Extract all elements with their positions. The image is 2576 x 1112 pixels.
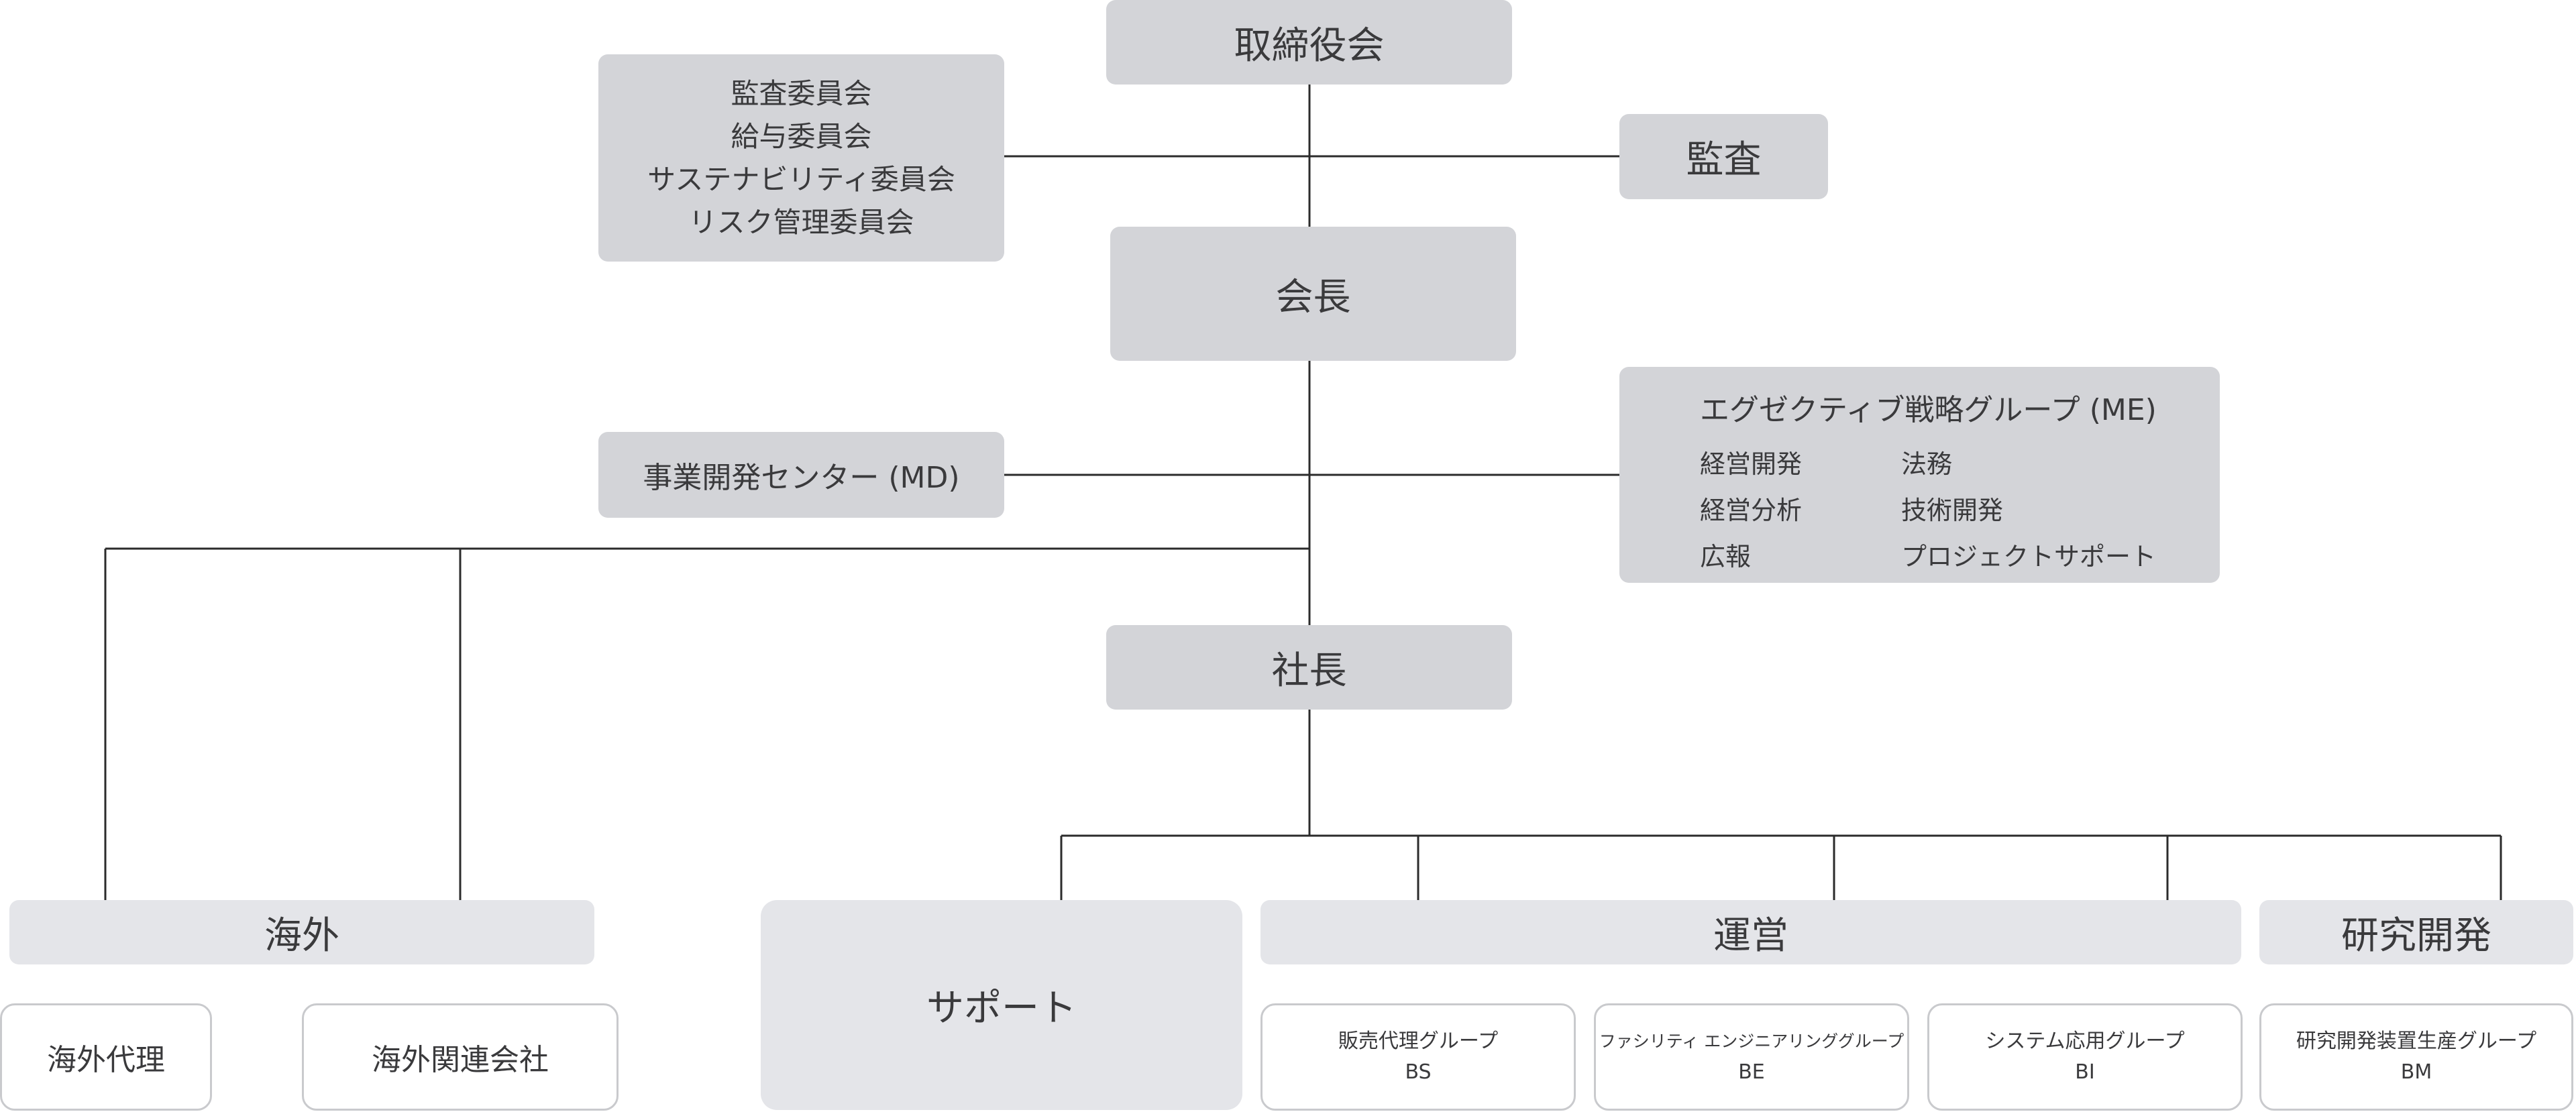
- me-box: エグゼクティブ戦略グループ (ME) 経営開発 法務 経営分析 技術開発 広報 …: [1619, 367, 2220, 583]
- chairman-box: 会長: [1110, 227, 1516, 361]
- me-item: プロジェクトサポート: [1901, 542, 2157, 571]
- group-be-name: ファシリティ エンジニアリンググループ: [1599, 1032, 1904, 1051]
- board-label: 取締役会: [1234, 23, 1385, 68]
- rnd-label: 研究開発: [2341, 913, 2491, 958]
- president-box: 社長: [1106, 625, 1512, 710]
- operations-header: 運営: [1260, 900, 2241, 964]
- group-bm-box: 研究開発装置生産グループ BM: [2259, 1003, 2573, 1111]
- me-item: 経営開発: [1700, 449, 1803, 479]
- president-label: 社長: [1271, 649, 1347, 693]
- support-box: サポート: [761, 900, 1242, 1110]
- audit-label: 監査: [1686, 138, 1762, 182]
- overseas-agency-box: 海外代理: [0, 1003, 212, 1111]
- support-label: サポート: [926, 987, 1077, 1030]
- group-bi-box: システム応用グループ BI: [1927, 1003, 2243, 1111]
- overseas-label: 海外: [264, 913, 339, 958]
- group-bs-code: BS: [1405, 1060, 1432, 1084]
- overseas-header: 海外: [9, 900, 594, 964]
- chairman-label: 会長: [1275, 275, 1351, 319]
- audit-box: 監査: [1619, 114, 1828, 199]
- md-label: 事業開発センター (MD): [643, 461, 960, 495]
- committee-sustainability: サステナビリティ委員会: [647, 162, 955, 196]
- group-bi-name: システム応用グループ: [1985, 1030, 2185, 1053]
- md-box: 事業開発センター (MD): [598, 432, 1004, 518]
- me-function-list: 経営開発 法務 経営分析 技術開発 広報 プロジェクトサポート: [1700, 443, 2169, 573]
- me-item: 技術開発: [1901, 496, 2004, 525]
- overseas-agency-label: 海外代理: [47, 1043, 165, 1077]
- overseas-affiliates-label: 海外関連会社: [372, 1043, 549, 1077]
- operations-label: 運営: [1713, 913, 1788, 958]
- me-item: 法務: [1901, 449, 1953, 479]
- board-box: 取締役会: [1106, 0, 1512, 85]
- group-be-code: BE: [1738, 1060, 1765, 1084]
- overseas-affiliates-box: 海外関連会社: [302, 1003, 619, 1111]
- committee-audit: 監査委員会: [731, 76, 872, 110]
- me-title: エグゼクティブ戦略グループ (ME): [1700, 393, 2157, 427]
- committees-box: 監査委員会 給与委員会 サステナビリティ委員会 リスク管理委員会: [598, 54, 1004, 262]
- committee-compensation: 給与委員会: [731, 119, 872, 153]
- committee-risk: リスク管理委員会: [688, 205, 914, 239]
- group-bi-code: BI: [2075, 1060, 2095, 1084]
- group-bm-code: BM: [2400, 1060, 2432, 1084]
- group-be-box: ファシリティ エンジニアリンググループ BE: [1594, 1003, 1909, 1111]
- group-bs-name: 販売代理グループ: [1338, 1030, 1499, 1053]
- group-bm-name: 研究開発装置生産グループ: [2296, 1030, 2537, 1053]
- group-bs-box: 販売代理グループ BS: [1260, 1003, 1576, 1111]
- me-item: 経営分析: [1700, 496, 1803, 525]
- rnd-header: 研究開発: [2259, 900, 2573, 964]
- me-item: 広報: [1700, 542, 1752, 571]
